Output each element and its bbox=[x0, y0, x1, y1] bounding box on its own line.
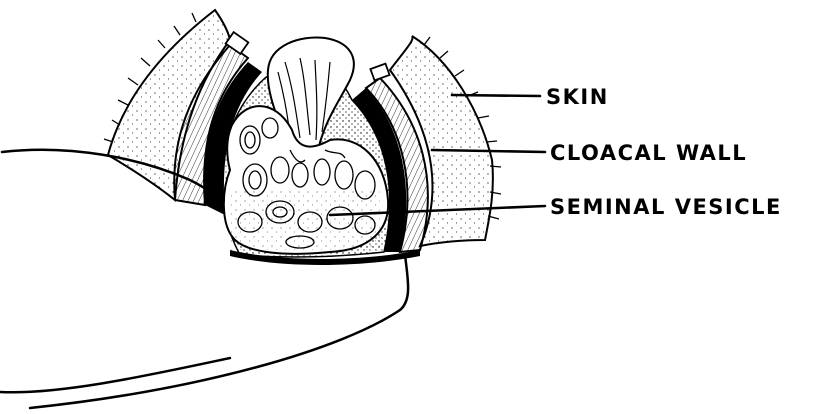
label-cloacal-wall: CLOACAL WALL bbox=[550, 141, 747, 165]
right-wall-tab bbox=[370, 64, 389, 81]
label-seminal-vesicle: SEMINAL VESICLE bbox=[550, 195, 782, 219]
leader-line-skin bbox=[452, 95, 540, 96]
seminal-vesicle-stipple bbox=[230, 190, 380, 250]
body-lower-leg bbox=[0, 358, 230, 392]
label-skin: SKIN bbox=[546, 85, 609, 109]
